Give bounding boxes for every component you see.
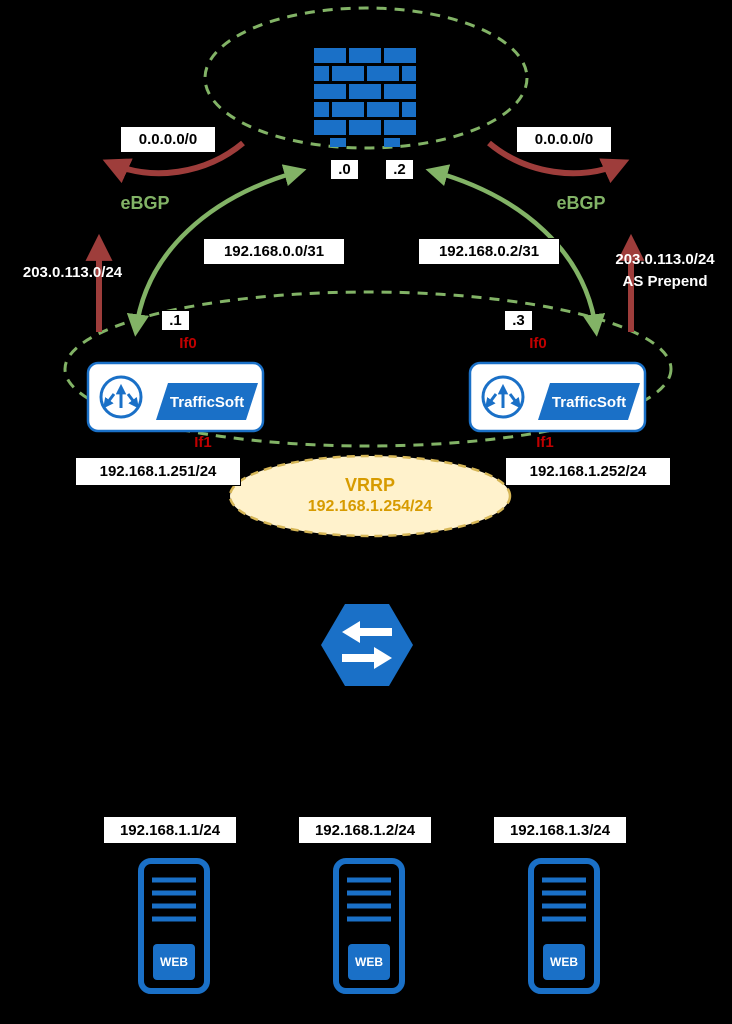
firewall-icon [314,48,416,147]
firewall-port-label-left: .0 [330,159,359,180]
server-ip-label-2: 192.168.1.2/24 [298,816,432,844]
router-right-icon [468,361,647,433]
web-server-icon-3 [528,858,600,994]
if1-label-left: If1 [194,433,212,451]
web-server-icon-1 [138,858,210,994]
server-web-label-3: WEB [550,955,578,969]
vrrp-title: VRRP [344,475,395,495]
ebgp-label-left: eBGP [120,192,170,213]
ebgp-label-right: eBGP [556,192,606,213]
router-name-right: TrafficSoft [551,394,627,411]
internet-zone-ellipse [203,6,529,150]
subnet-label-left: 192.168.0.0/31 [203,238,345,265]
advertised-prefix-right-line2: AS Prepend [622,273,708,290]
if1-label-right: If1 [536,433,554,451]
router-zone-ellipse [63,290,673,448]
vrrp-ellipse [228,454,512,538]
server-ip-label-3: 192.168.1.3/24 [493,816,627,844]
if0-label-left: If0 [179,334,197,352]
router-name-left: TrafficSoft [169,394,245,411]
vrrp-ip: 192.168.1.254/24 [307,498,433,515]
default-route-label-right: 0.0.0.0/0 [516,126,612,153]
switch-icon [321,604,413,686]
subnet-label-right: 192.168.0.2/31 [418,238,560,265]
server-web-label-2: WEB [355,955,383,969]
ebgp-arrow-left [126,164,307,337]
server-web-label-1: WEB [160,955,188,969]
advertised-prefix-label-right: 203.0.113.0/24 AS Prepend [600,249,730,293]
router-left-icon [86,361,265,433]
ebgp-arrow-right [425,164,606,337]
router-ip-label-right: 192.168.1.252/24 [505,457,671,486]
web-server-icon-2 [333,858,405,994]
default-route-label-left: 0.0.0.0/0 [120,126,216,153]
vrrp-label: VRRP 192.168.1.254/24 [270,474,470,518]
firewall-port-label-right: .2 [385,159,414,180]
router-port-label-right: .3 [504,310,533,331]
server-ip-label-1: 192.168.1.1/24 [103,816,237,844]
advertised-prefix-right-line1: 203.0.113.0/24 [615,251,715,268]
advertised-prefix-label-left: 203.0.113.0/24 [22,263,123,281]
router-ip-label-left: 192.168.1.251/24 [75,457,241,486]
router-port-label-left: .1 [161,310,190,331]
if0-label-right: If0 [529,334,547,352]
